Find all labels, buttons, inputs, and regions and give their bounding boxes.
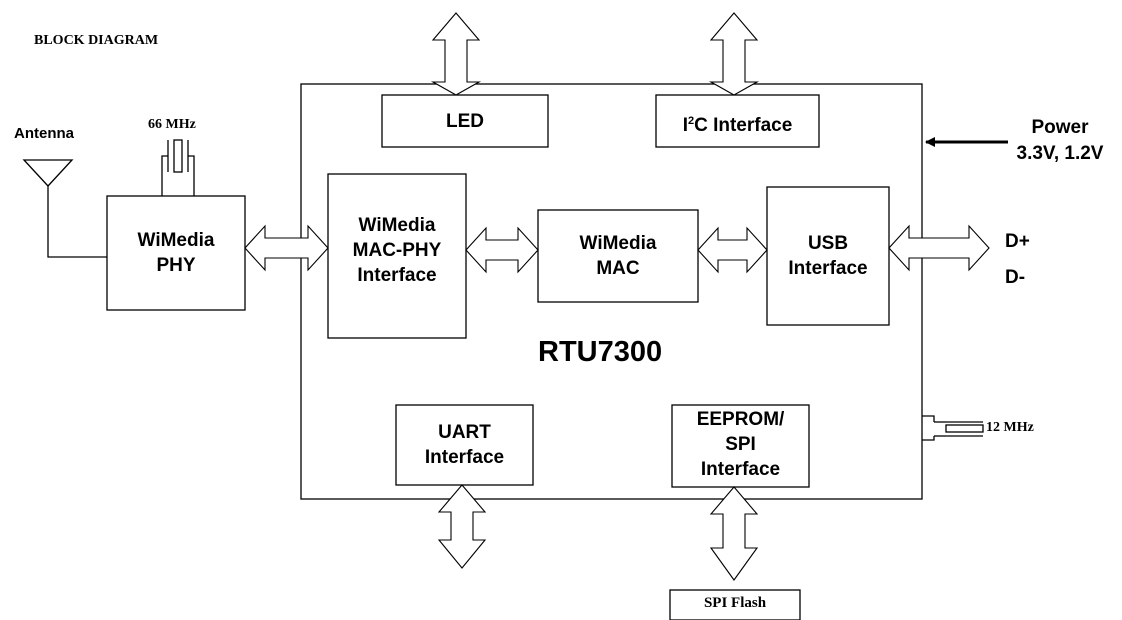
crystal-12mhz-label: 12 MHz	[986, 420, 1034, 435]
uart-block	[395, 404, 534, 486]
led-block-label: LED	[446, 111, 484, 132]
arrow-macphy-mac	[465, 226, 539, 274]
uart-line-2: Interface	[424, 447, 505, 468]
mac-block-label: WiMedia MAC	[538, 231, 698, 281]
phy-block	[106, 195, 246, 311]
mac-line-2: MAC	[596, 258, 640, 279]
d-minus-label: D-	[1005, 267, 1026, 288]
arrow-mac-usb	[697, 226, 768, 274]
mac-phy-line-2: MAC-PHY	[352, 240, 442, 261]
spi-flash-label: SPI Flash	[703, 595, 767, 611]
eeprom-line-1: EEPROM/	[696, 409, 785, 430]
i2c-block-label: I2C Interface	[656, 109, 819, 138]
mac-line-1: WiMedia	[579, 233, 657, 254]
mac-phy-line-1: WiMedia	[358, 215, 436, 236]
power-title: Power	[1031, 117, 1089, 138]
eeprom-spi-label: EEPROM/ SPI Interface	[672, 407, 809, 482]
uart-block-label: UART Interface	[396, 420, 533, 470]
antenna-label: Antenna	[14, 125, 74, 142]
chip-name-label: RTU7300	[538, 336, 663, 368]
crystal-66mhz-icon	[161, 139, 195, 196]
eeprom-line-3: Interface	[700, 459, 781, 480]
mac-phy-line-3: Interface	[357, 265, 437, 286]
phy-line-2: PHY	[156, 255, 196, 276]
arrow-uart-down	[437, 484, 487, 569]
usb-interface-block	[766, 186, 890, 326]
usb-interface-label: USB Interface	[767, 231, 889, 281]
eeprom-spi-block	[671, 404, 810, 488]
mac-phy-interface-label: WiMedia MAC-PHY Interface	[328, 213, 466, 288]
power-label: Power 3.3V, 1.2V	[1002, 115, 1118, 167]
i2c-block	[655, 94, 820, 148]
d-plus-label: D+	[1005, 231, 1030, 252]
mac-block	[537, 209, 699, 303]
phy-line-1: WiMedia	[137, 230, 215, 251]
i2c-superscript: 2	[687, 115, 695, 127]
i2c-suffix: C Interface	[694, 115, 793, 136]
arrow-eeprom-spiflash	[709, 486, 759, 581]
chip-outline	[300, 83, 923, 500]
antenna-icon	[22, 159, 107, 258]
mac-phy-interface-block	[327, 173, 467, 339]
arrow-i2c-up	[708, 12, 760, 96]
arrow-usb-external	[888, 224, 990, 272]
arrow-led-up	[430, 12, 482, 96]
crystal-66mhz-label: 66 MHz	[148, 117, 196, 132]
usb-line-1: USB	[807, 233, 849, 254]
eeprom-line-2: SPI	[725, 434, 756, 455]
power-voltage: 3.3V, 1.2V	[1016, 143, 1104, 164]
phy-block-label: WiMedia PHY	[107, 228, 245, 278]
diagram-header: BLOCK DIAGRAM	[34, 33, 159, 48]
uart-line-1: UART	[438, 422, 491, 443]
usb-line-2: Interface	[788, 258, 868, 279]
arrow-phy-macphy	[244, 224, 329, 272]
spi-flash-box	[669, 589, 801, 620]
led-block	[381, 94, 549, 148]
crystal-12mhz-icon	[922, 415, 984, 441]
i2c-prefix: I	[682, 115, 688, 136]
